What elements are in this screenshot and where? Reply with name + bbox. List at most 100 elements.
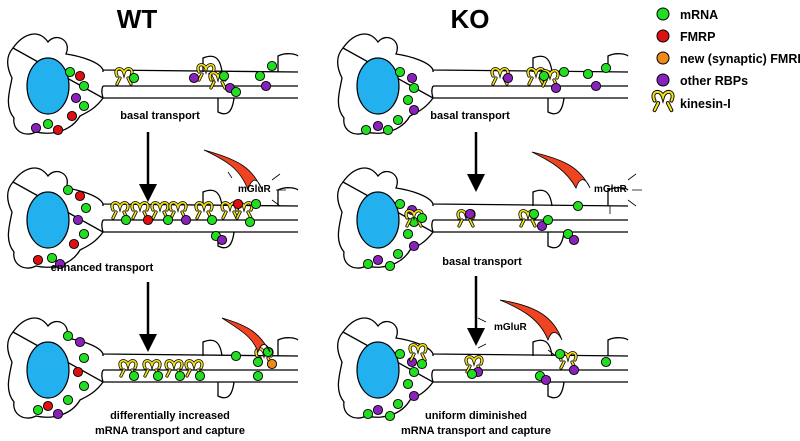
legend-item-mrna: mRNA — [656, 7, 718, 22]
mrna-dot — [250, 198, 262, 210]
wt-title: WT — [117, 4, 158, 34]
ko-arrow-2 — [467, 276, 485, 346]
fmrp-dot — [32, 254, 44, 266]
mrna-dot — [62, 330, 74, 342]
mrna-dot — [128, 370, 140, 382]
mrna-dot — [266, 60, 278, 72]
wt-caption-1: basal transport — [120, 110, 200, 122]
mrna-dot — [78, 80, 90, 92]
rbp-dot — [550, 82, 562, 94]
mrna-dot — [162, 214, 174, 226]
mrna-dot — [402, 378, 414, 390]
rbp-dot — [408, 104, 420, 116]
cargo-layer — [30, 60, 612, 422]
mrna-dot — [394, 198, 406, 210]
fmrp-dot — [72, 366, 84, 378]
mrna-dot — [120, 214, 132, 226]
ko-title: KO — [451, 4, 490, 34]
mrna-dot — [562, 228, 574, 240]
mrna-dot — [362, 258, 374, 270]
rbp-dot — [70, 92, 82, 104]
mrna-dot — [416, 212, 428, 224]
mrna-dot — [382, 124, 394, 136]
wt-arrow-1 — [139, 132, 157, 202]
fmrp-dot — [232, 198, 244, 210]
wt-caption-3a: differentially increased — [110, 410, 230, 422]
rbp-dot — [74, 336, 86, 348]
mrna-dot — [402, 228, 414, 240]
mrna-dot — [600, 62, 612, 74]
mrna-dot — [554, 348, 566, 360]
rbp-dot — [408, 240, 420, 252]
rbp-dot — [372, 254, 384, 266]
mrna-dot — [64, 66, 76, 78]
mrna-dot — [252, 356, 264, 368]
mrna-dot — [392, 114, 404, 126]
rbp-dot — [372, 404, 384, 416]
rbp-dot — [536, 220, 548, 232]
rbp-dot — [260, 80, 272, 92]
wt-caption-2: enhanced transport — [51, 262, 154, 274]
ko-caption-3b: mRNA transport and capture — [401, 425, 551, 437]
wt-axon-terminal-3 — [221, 317, 271, 354]
ko-mglur-label-1: mGluR — [594, 184, 628, 195]
mrna-dot — [62, 394, 74, 406]
ko-axon-terminal-3: mGluR — [472, 299, 563, 357]
fmrp-dot — [68, 238, 80, 250]
mrna-dot — [62, 184, 74, 196]
mrna-dot — [392, 248, 404, 260]
rbp-dot — [54, 258, 66, 270]
mrna-dot — [394, 66, 406, 78]
rbp-dot — [372, 120, 384, 132]
mrna-dot — [230, 350, 242, 362]
fmrp-dot — [74, 190, 86, 202]
wt-axon-terminal-2: mGluR — [203, 149, 286, 207]
fmrp-dot — [52, 124, 64, 136]
mrna-dot — [206, 214, 218, 226]
mrna-dot — [230, 86, 242, 98]
ko-arrow-1 — [467, 132, 485, 192]
mrna-dot — [46, 252, 58, 264]
mrna-dot — [174, 370, 186, 382]
mrna-dot — [80, 202, 92, 214]
mrna-dot — [466, 368, 478, 380]
legend-item-kinesin: kinesin-I — [651, 89, 731, 113]
mrna-dot — [408, 82, 420, 94]
svg-text:mRNA: mRNA — [680, 8, 718, 22]
synaptic-fmrp-dot — [266, 358, 278, 370]
mrna-dot — [128, 72, 140, 84]
mrna-dot — [78, 228, 90, 240]
mrna-dot — [558, 66, 570, 78]
legend: mRNA FMRP new (synaptic) FMRP other RBPs… — [651, 7, 800, 113]
rbp-dot — [568, 364, 580, 376]
rbp-dot — [30, 122, 42, 134]
fmrp-dot — [74, 70, 86, 82]
ko-caption-2: basal transport — [442, 256, 522, 268]
mrna-dot — [572, 200, 584, 212]
kinesin-motor — [408, 343, 428, 362]
mrna-dot — [360, 124, 372, 136]
mrna-dot — [402, 94, 414, 106]
fmrp-dot — [66, 110, 78, 122]
mrna-dot — [416, 358, 428, 370]
svg-text:kinesin-I: kinesin-I — [680, 97, 731, 111]
rbp-dot — [188, 72, 200, 84]
rbp-dot — [540, 374, 552, 386]
mrna-dot — [394, 348, 406, 360]
mrna-dot — [542, 214, 554, 226]
wt-mglur-label: mGluR — [238, 184, 272, 195]
ko-caption-1: basal transport — [430, 110, 510, 122]
mrna-dot — [78, 100, 90, 112]
rbp-dot — [72, 214, 84, 226]
rbp-dot — [406, 72, 418, 84]
mrna-dot — [538, 70, 550, 82]
mrna-dot — [362, 408, 374, 420]
svg-text:other RBPs: other RBPs — [680, 74, 748, 88]
mrna-dot — [600, 356, 612, 368]
mrna-dot — [582, 68, 594, 80]
mrna-dot — [244, 216, 256, 228]
ko-mglur-label-2: mGluR — [494, 322, 528, 333]
mrna-dot — [392, 398, 404, 410]
fmrp-dot — [142, 214, 154, 226]
rbp-dot — [180, 214, 192, 226]
